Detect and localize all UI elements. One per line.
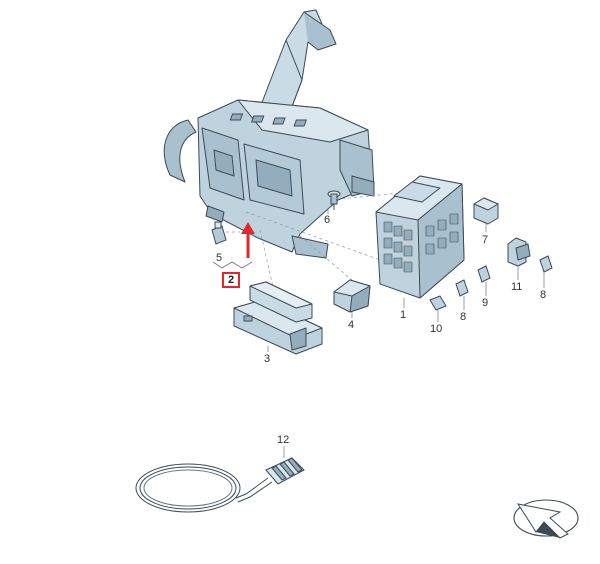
- callout-4: 4: [348, 319, 355, 331]
- base-tray-part: [233, 281, 323, 355]
- fuse-box-part: [375, 175, 465, 299]
- callout-11: 11: [511, 281, 523, 293]
- blade-fuse-part: [429, 295, 447, 311]
- callout-8b: 8: [540, 289, 547, 301]
- connector-housing-part: [333, 279, 371, 313]
- screw-part: [327, 190, 341, 210]
- relay-part: [473, 197, 499, 225]
- callout-8a: 8: [460, 311, 467, 323]
- callout-7: 7: [482, 234, 489, 246]
- plug-connector-part: [507, 237, 531, 267]
- orientation-arrow-icon: [513, 499, 579, 539]
- fuse-small-part-b: [455, 279, 469, 297]
- leader-lines: [267, 210, 545, 458]
- callout-6: 6: [324, 214, 331, 226]
- callout-9: 9: [482, 297, 489, 309]
- callout-12: 12: [277, 434, 290, 446]
- clip-part: [211, 221, 227, 245]
- fuse-small-part-a: [539, 255, 553, 273]
- callout-1: 1: [400, 309, 407, 321]
- wiring-harness-part: [135, 457, 305, 513]
- callout-5: 5: [216, 252, 223, 264]
- fuse-box-bracket: [163, 9, 375, 259]
- callout-10: 10: [430, 323, 443, 335]
- terminal-part: [477, 265, 491, 283]
- callout-2: 2: [222, 272, 241, 288]
- assembly-lines: [226, 189, 431, 301]
- callout-bracket: [212, 261, 253, 269]
- callout-3: 3: [264, 353, 271, 365]
- red-arrow-icon: [241, 222, 255, 258]
